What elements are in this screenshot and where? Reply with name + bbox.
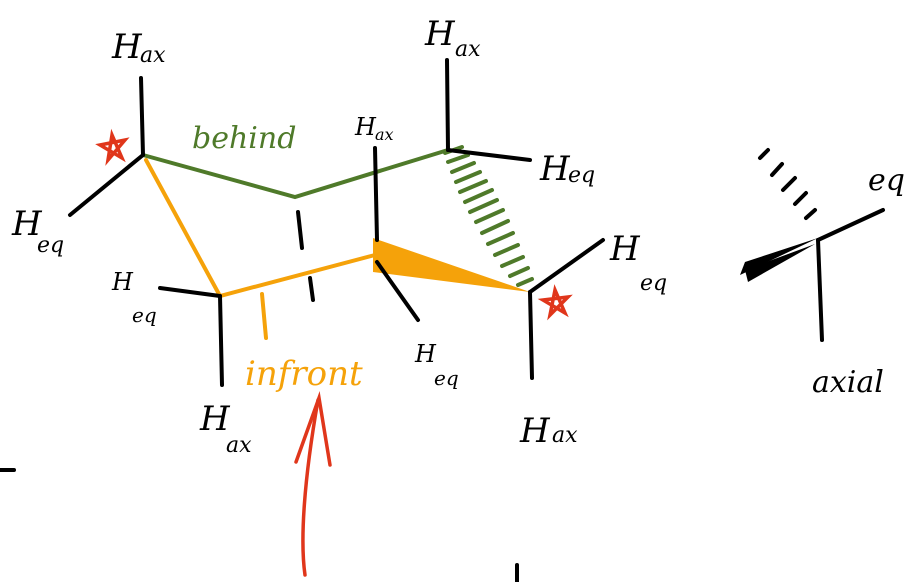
label-eq-lower-left: eq xyxy=(132,303,157,327)
label-behind: behind xyxy=(192,121,296,156)
label-ax-lower-left: ax xyxy=(226,433,252,458)
label-eq-mini: eq xyxy=(868,163,905,198)
label-eq-top-right: eq xyxy=(568,163,595,188)
label-ax-middle: ax xyxy=(375,125,394,144)
label-h-eq-left: H xyxy=(11,204,43,244)
label-h-eq-lower-left: H xyxy=(111,268,134,296)
label-h-eq-right: H xyxy=(609,229,641,269)
label-h-top-left: H xyxy=(111,27,143,67)
label-h-ax-lower-left: H xyxy=(199,399,231,439)
ring-back-bonds xyxy=(141,145,534,287)
label-h-ax-lower-right: H xyxy=(519,411,551,451)
arrow-up-icon xyxy=(294,391,332,577)
hashed-wedge-back xyxy=(443,145,534,287)
hydrogen-bonds xyxy=(68,58,605,387)
label-ax-top-left: ax xyxy=(140,43,166,68)
star-marker-icon xyxy=(95,128,130,166)
label-h-top-right: H xyxy=(424,14,456,54)
label-ax-top-right: ax xyxy=(455,37,481,62)
label-eq-middle: eq xyxy=(434,366,459,390)
label-h-middle: H xyxy=(354,113,377,141)
mini-stereo-figure xyxy=(740,148,885,342)
label-h-eq-middle: H xyxy=(414,340,437,368)
label-axial-mini: axial xyxy=(812,365,884,400)
solid-wedge-front xyxy=(373,238,530,292)
label-infront: infront xyxy=(245,354,363,394)
label-eq-right: eq xyxy=(640,271,667,296)
star-marker-icon xyxy=(537,284,573,321)
label-h-eq-top-right: H xyxy=(539,149,571,189)
label-eq-left: eq xyxy=(37,233,64,258)
label-ax-lower-right: ax xyxy=(552,423,578,448)
